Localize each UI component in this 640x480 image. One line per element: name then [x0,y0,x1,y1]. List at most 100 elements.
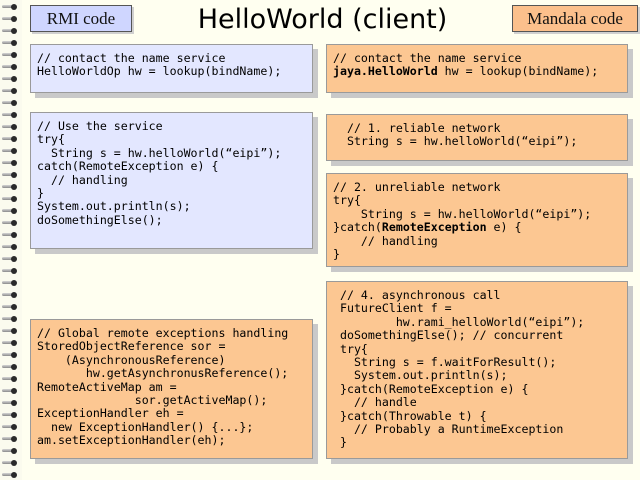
code-line: // Global remote exceptions handling [37,326,306,340]
code-text: // handle [333,395,417,410]
spiral-ring [2,472,18,478]
code-line: // 2. unreliable network [333,180,621,194]
code-line: String s = hw.helloWorld(“eipi”); [333,206,621,221]
code-line: System.out.println(s); [333,369,621,382]
code-text: // Global remote exceptions handling [37,326,289,340]
spiral-ring [2,196,18,202]
code-line: System.out.println(s); [37,200,306,213]
spiral-ring [2,112,18,118]
code-text: e) { [486,220,522,235]
spiral-ring [2,16,18,22]
code-line: sor.getActiveMap(); [37,393,306,407]
spiral-ring [2,328,18,334]
code-line: // 1. reliable network [333,121,621,135]
spiral-ring [2,364,18,370]
page-title: HelloWorld (client) [197,4,448,35]
async-call-box: // 4. asynchronous call FutureClient f =… [326,281,628,459]
code-line: }catch(RemoteException e) { [333,221,621,234]
code-text: hw.rami_helloWorld(“eipi”); [333,314,585,329]
code-text: try{ [37,132,65,147]
spiral-ring [2,400,18,406]
code-line: try{ [37,133,306,146]
code-text: // 2. unreliable network [333,180,501,194]
spiral-ring [2,436,18,442]
spiral-ring [2,52,18,58]
spiral-ring [2,412,18,418]
code-text: doSomethingElse(); [37,212,163,227]
code-text: }catch(Throwable t) { [333,408,487,423]
spiral-ring [2,424,18,430]
code-keyword: RemoteException [381,220,487,235]
spiral-ring [2,256,18,262]
code-line: doSomethingElse(); [37,212,306,227]
code-text: } [333,247,340,262]
code-text: try{ [333,341,368,356]
spiral-ring [2,304,18,310]
spiral-ring [2,352,18,358]
code-text: // handling [37,172,128,187]
code-text: catch(RemoteException e) { [37,159,219,174]
code-text: // 4. asynchronous call [333,288,501,302]
code-text: // 1. reliable network [333,121,501,135]
code-line: // handling [37,172,306,187]
spiral-ring [2,220,18,226]
code-text: StoredObjectReference sor = [37,339,226,354]
code-line: hw.getAsynchronusReference(); [37,367,306,380]
code-line: // handling [333,233,621,248]
code-line: // Probably a RuntimeException [333,422,621,437]
code-text: String s = hw.helloWorld(“eipi”); [333,206,592,221]
spiral-ring [2,340,18,346]
code-line: StoredObjectReference sor = [37,340,306,353]
code-line: // Use the service [37,119,306,133]
code-line: try{ [333,194,621,207]
spiral-ring [2,208,18,214]
code-line: FutureClient f = [333,302,621,315]
spiral-ring [2,100,18,106]
spiral-ring [2,448,18,454]
code-text: }catch( [333,220,382,235]
code-text: FutureClient f = [333,301,452,316]
code-line: catch(RemoteException e) { [37,160,306,173]
code-line: } [333,436,621,449]
code-keyword: jaya.HelloWorld [333,64,438,79]
code-text: HelloWorldOp hw = lookup(bindName); [37,64,282,79]
code-text: }catch(RemoteException e) { [333,381,529,396]
spiral-ring [2,244,18,250]
code-line: }catch(Throwable t) { [333,408,621,423]
spiral-ring [2,184,18,190]
code-text: RemoteActiveMap am = [37,379,177,394]
code-text: hw = lookup(bindName); [437,64,599,79]
code-line: } [37,186,306,200]
code-line: HelloWorldOp hw = lookup(bindName); [37,65,306,78]
code-text: doSomethingElse(); // concurrent [333,328,564,343]
code-text: new ExceptionHandler() {...}; [37,419,254,434]
spiral-ring [2,148,18,154]
spiral-ring [2,376,18,382]
spiral-ring [2,292,18,298]
code-line: String s = hw.helloWorld(“eipi”); [37,146,306,160]
code-line: am.setExceptionHandler(eh); [37,434,306,447]
code-text: am.setExceptionHandler(eh); [37,433,226,448]
code-text: String s = hw.helloWorld(“eipi”); [333,134,578,149]
code-line: hw.rami_helloWorld(“eipi”); [333,314,621,329]
code-line: } [333,247,621,262]
spiral-ring [2,460,18,466]
rmi-code-tag: RMI code [30,5,132,32]
code-text: System.out.println(s); [37,199,191,214]
notebook-spiral [0,0,22,480]
reliable-network-box: // 1. reliable network String s = hw.hel… [326,114,628,161]
code-text: // Probably a RuntimeException [333,422,564,437]
code-line: String s = f.waitForResult(); [333,355,621,369]
code-text: // handling [333,233,438,248]
code-line: ExceptionHandler eh = [37,407,306,420]
code-line: try{ [333,341,621,356]
spiral-ring [2,4,18,10]
spiral-ring [2,76,18,82]
code-line: // 4. asynchronous call [333,288,621,302]
spiral-ring [2,88,18,94]
code-line: new ExceptionHandler() {...}; [37,419,306,434]
spiral-ring [2,136,18,142]
